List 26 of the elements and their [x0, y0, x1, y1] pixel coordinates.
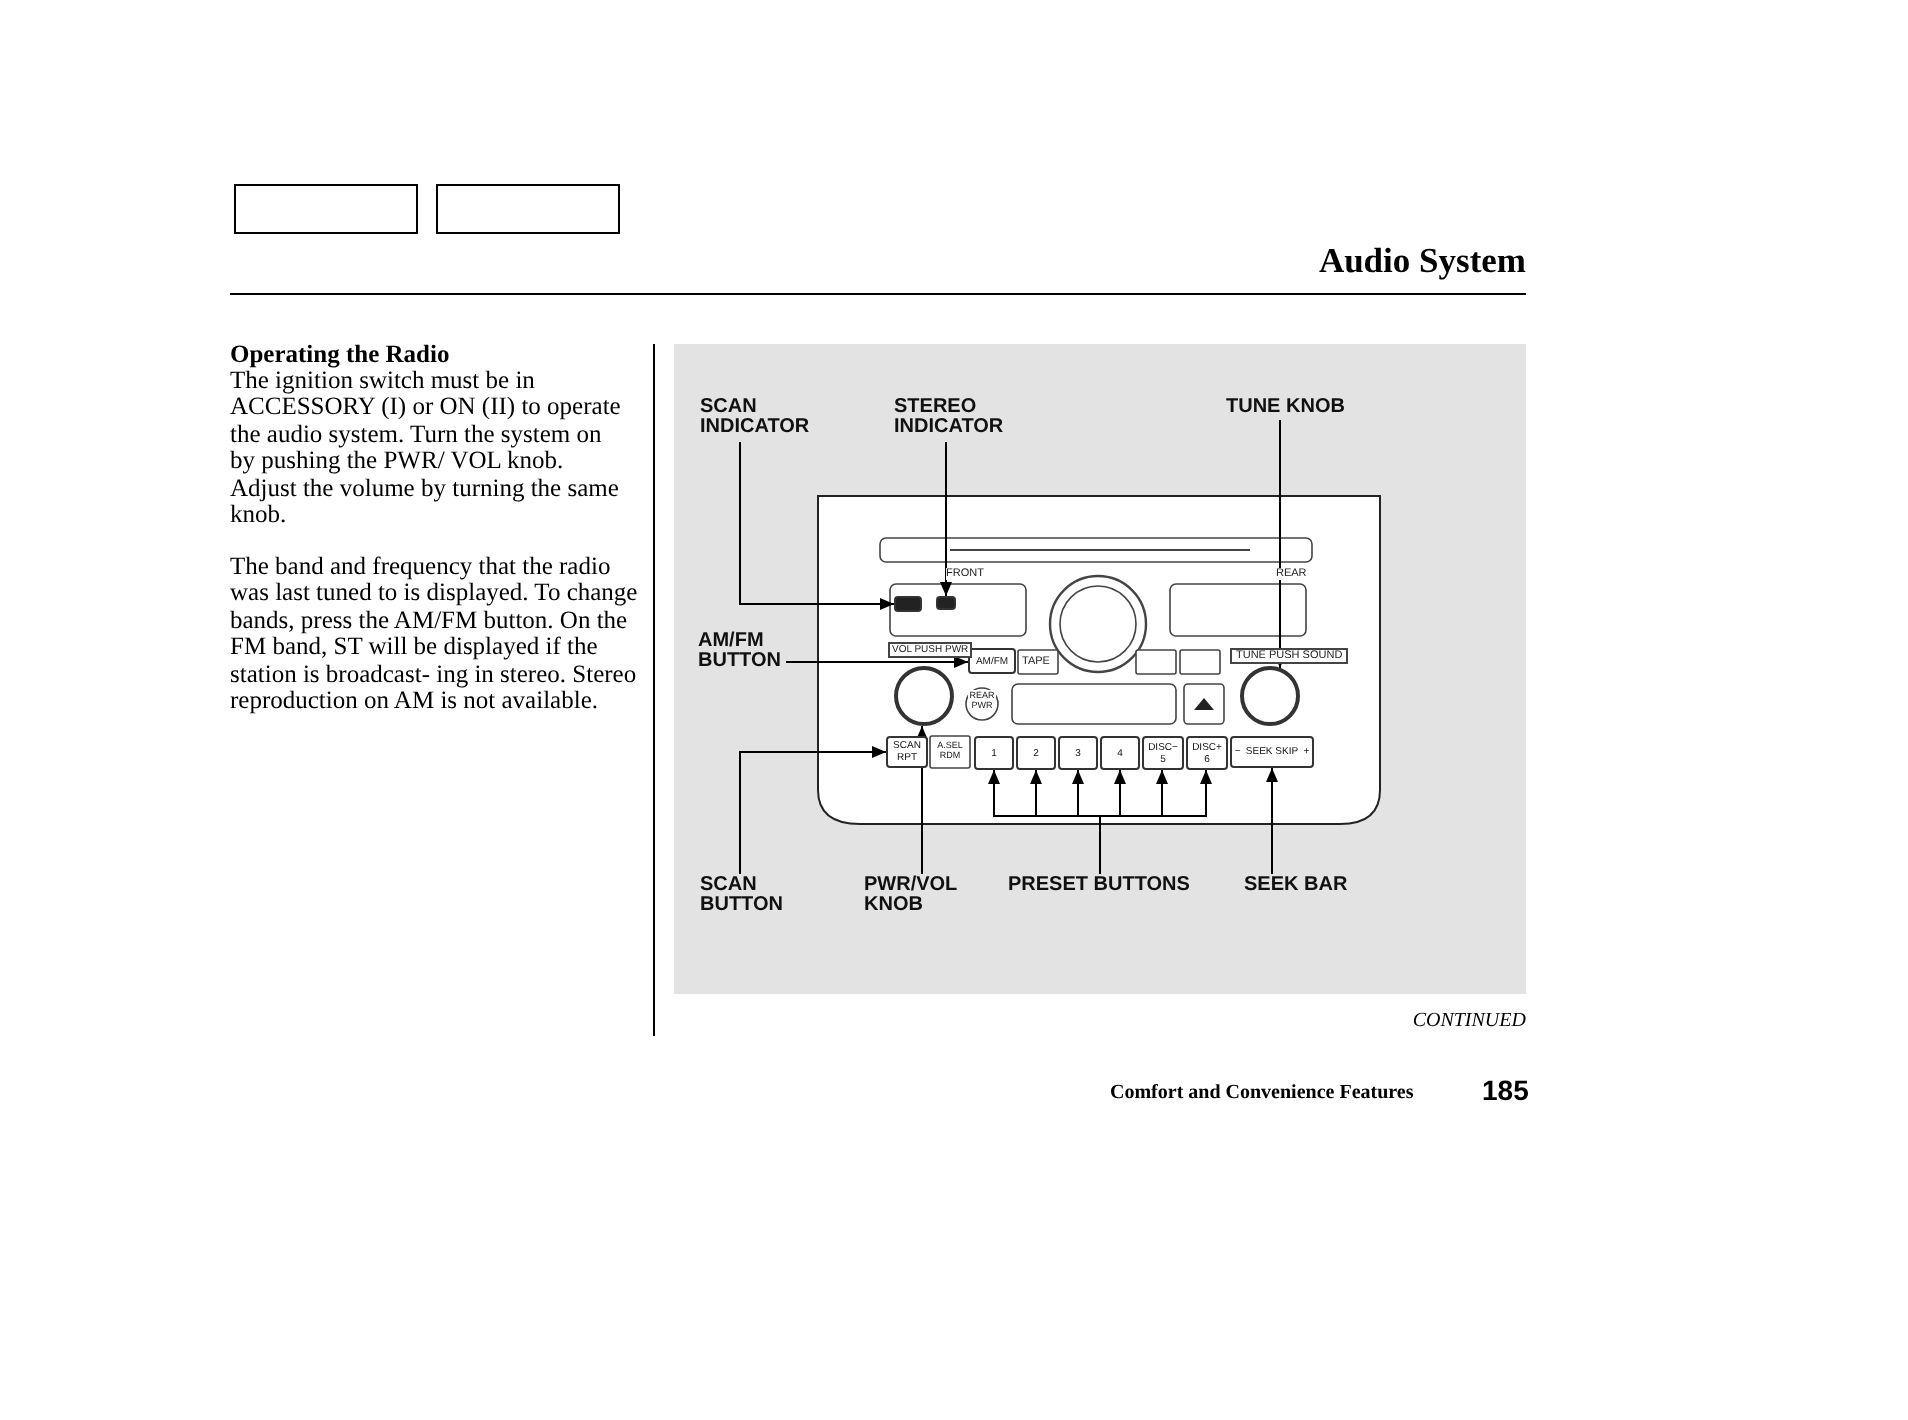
body-paragraph: The band and frequency that the radio was last tuned to is displayed. To change bands, press the AM/FM button. On the FM band, ST will be displayed if the station is broadcast- ing in stereo. Stereo reproduction on AM is not available. [230, 554, 640, 715]
stereo-indicator [936, 596, 956, 610]
tab-box [436, 184, 620, 234]
callout-label: TUNE KNOB [1226, 398, 1345, 418]
callout-label: PRESET BUTTONS [1008, 876, 1190, 896]
leader-line [940, 441, 952, 597]
leader-line [1274, 419, 1286, 669]
leader-line [1266, 767, 1278, 875]
scan-indicator [894, 596, 922, 612]
tab-box [234, 184, 418, 234]
callout-label: PWR/VOL KNOB [864, 876, 964, 916]
callout-label: SEEK BAR [1244, 876, 1348, 896]
callout-label: STEREO INDICATOR [894, 398, 1018, 438]
section-footer: Comfort and Convenience Features [1110, 1082, 1414, 1104]
callout-label: SCAN BUTTON [700, 876, 784, 916]
page-number: 185 [1482, 1074, 1529, 1106]
leader-line [916, 725, 928, 875]
callout-label: SCAN INDICATOR [700, 398, 824, 438]
leader-line [739, 441, 895, 610]
body-paragraph: The ignition switch must be in ACCESSORY (I) or ON (II) to operate the audio system. Turn the system on by pushing the PWR/ VOL knob. Adjust the volume by turning the same knob. [230, 368, 623, 529]
page-title: Audio System [1318, 240, 1526, 282]
leader-line [739, 746, 887, 875]
section-heading: Operating the Radio [230, 342, 452, 369]
leader-line [785, 656, 969, 668]
callout-label: AM/FM BUTTON [698, 632, 782, 672]
continued-note: CONTINUED [1412, 1010, 1526, 1032]
